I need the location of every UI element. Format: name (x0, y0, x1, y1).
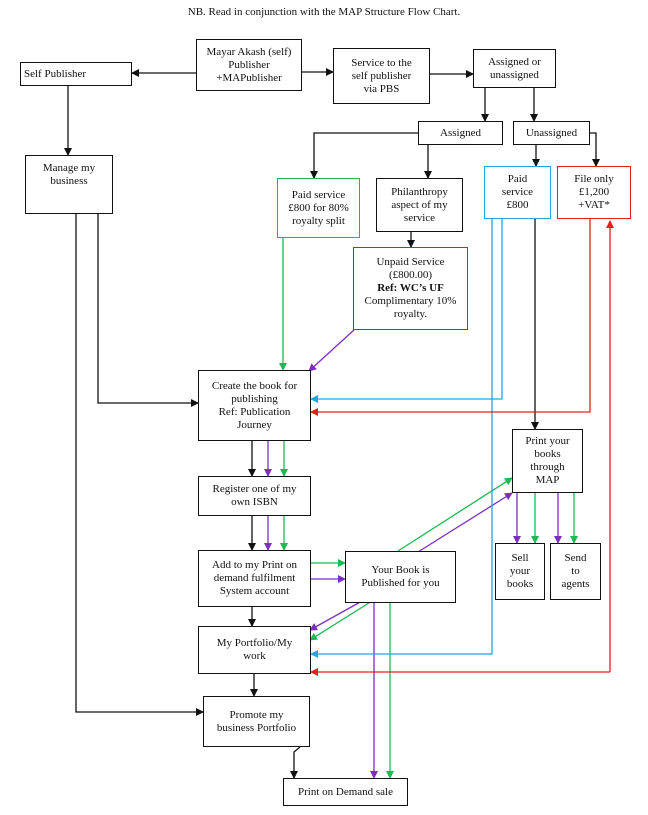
note-text: NB. Read in conjunction with the MAP Str… (187, 6, 461, 18)
arrow-yourbook-to-print-purple (417, 492, 513, 553)
box-print-on-demand-sale: Print on Demand sale (283, 778, 408, 806)
box-paid-service-80: Paid service£800 for 80%royalty split (277, 178, 360, 238)
arrow-fileonly-to-create-red (310, 219, 591, 416)
arrow-yourbook-to-print-green (397, 477, 513, 552)
box-assigned: Assigned (418, 121, 503, 145)
box-file-only: File only£1,200+VAT* (557, 166, 631, 219)
arrow-promote-to-sale-black (290, 746, 301, 779)
arrow-unpaid-to-create (308, 329, 355, 372)
arrow-manage-to-create (97, 214, 199, 407)
arrow-paid800-to-portfolio-blue (310, 219, 493, 658)
arrow-assigned-to-paid80 (310, 132, 418, 179)
box-self-publisher: Self Publisher (20, 62, 132, 86)
arrow-manage-to-promote (75, 214, 204, 716)
box-unassigned: Unassigned (513, 121, 590, 145)
box-unpaid-service: Unpaid Service (£800.00) Ref: WC’s UF Co… (353, 247, 468, 330)
box-mayar-akash: Mayar Akash (self)Publisher+MAPublisher (196, 39, 302, 91)
arrow-yourbook-to-portfolio-green (309, 600, 373, 641)
arrow-yourbook-to-portfolio-purple (309, 600, 363, 631)
arrow-paid800-to-create-blue (310, 219, 503, 403)
